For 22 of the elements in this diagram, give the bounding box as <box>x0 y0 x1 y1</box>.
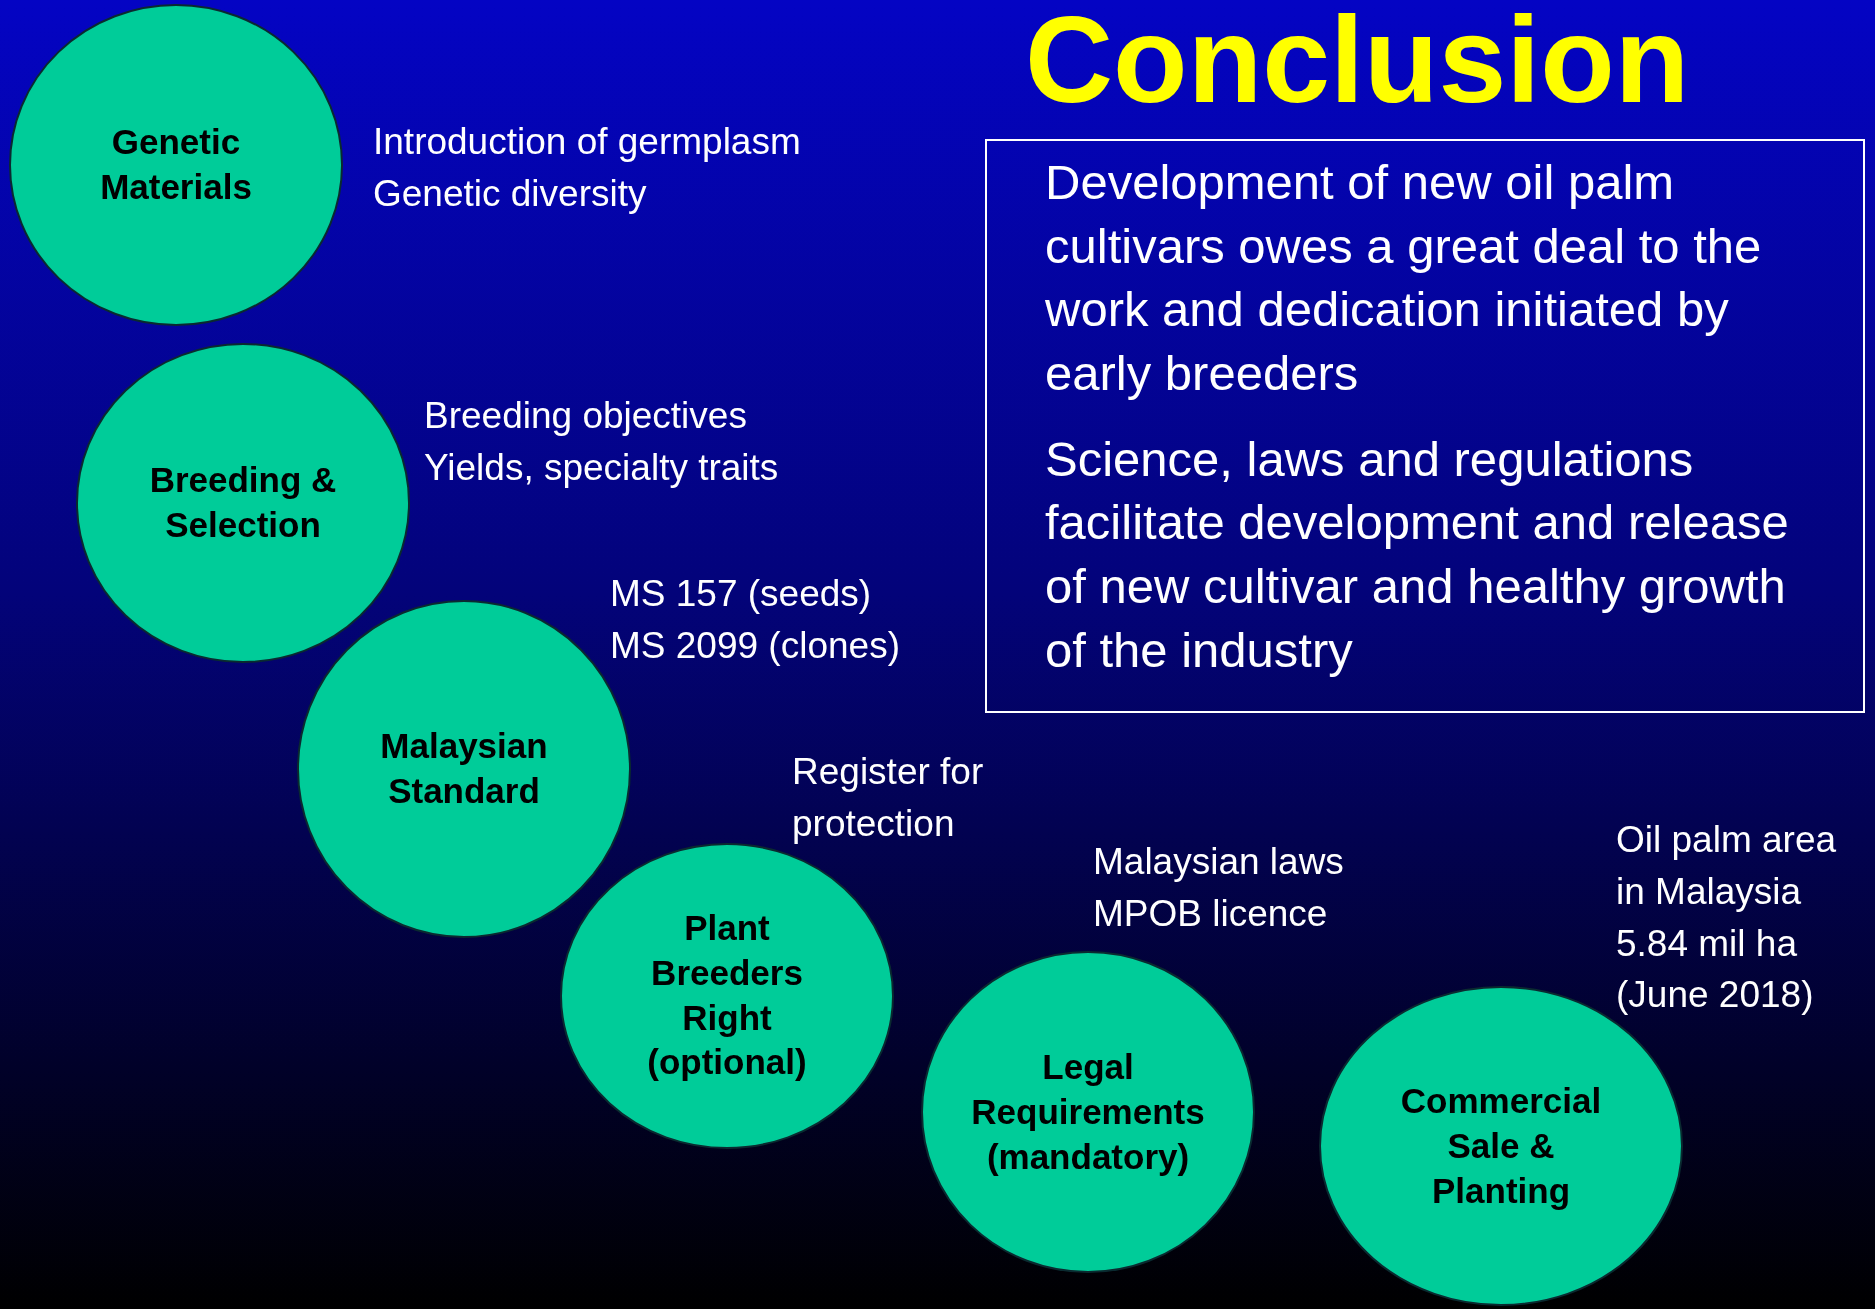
bullet-point: Development of new oil palm cultivars owes a great deal to the work and dedication initiated by early breeders <box>1045 154 1763 403</box>
stage-label: Malaysian Standard <box>379 725 549 812</box>
stage-label: Commercial Sale & Planting <box>1399 1079 1603 1212</box>
stage-note: Genetic diversity <box>373 171 647 216</box>
stage-note: 5.84 mil ha <box>1616 921 1797 966</box>
stage-note: Breeding objectives <box>424 394 747 438</box>
stage-note: Yields, specialty traits <box>424 445 779 490</box>
slide-title: Conclusion <box>1025 0 1690 130</box>
stage-note: Introduction of germplasm <box>373 120 801 164</box>
stage-note: (June 2018) <box>1616 973 1814 1018</box>
stage-note: MS 2099 (clones) <box>610 623 900 668</box>
stage-note: Register for protection <box>792 750 985 846</box>
text-panel <box>985 139 1865 713</box>
stage-note: Malaysian laws <box>1093 840 1344 884</box>
stage-label: Plant Breeders Right (optional) <box>646 907 808 1084</box>
stage-label: Breeding & Selection <box>148 459 338 546</box>
bullet-point: Science, laws and regulations facilitate development and release of new cultivar and healthy growth of the industry <box>1045 430 1790 679</box>
stage-note: Oil palm area in Malaysia <box>1616 818 1838 914</box>
stage-label: Genetic Materials <box>99 121 253 208</box>
stage-label: Legal Requirements (mandatory) <box>970 1045 1206 1178</box>
stage-note: MS 157 (seeds) <box>610 572 872 616</box>
stage-note: MPOB licence <box>1093 891 1328 936</box>
